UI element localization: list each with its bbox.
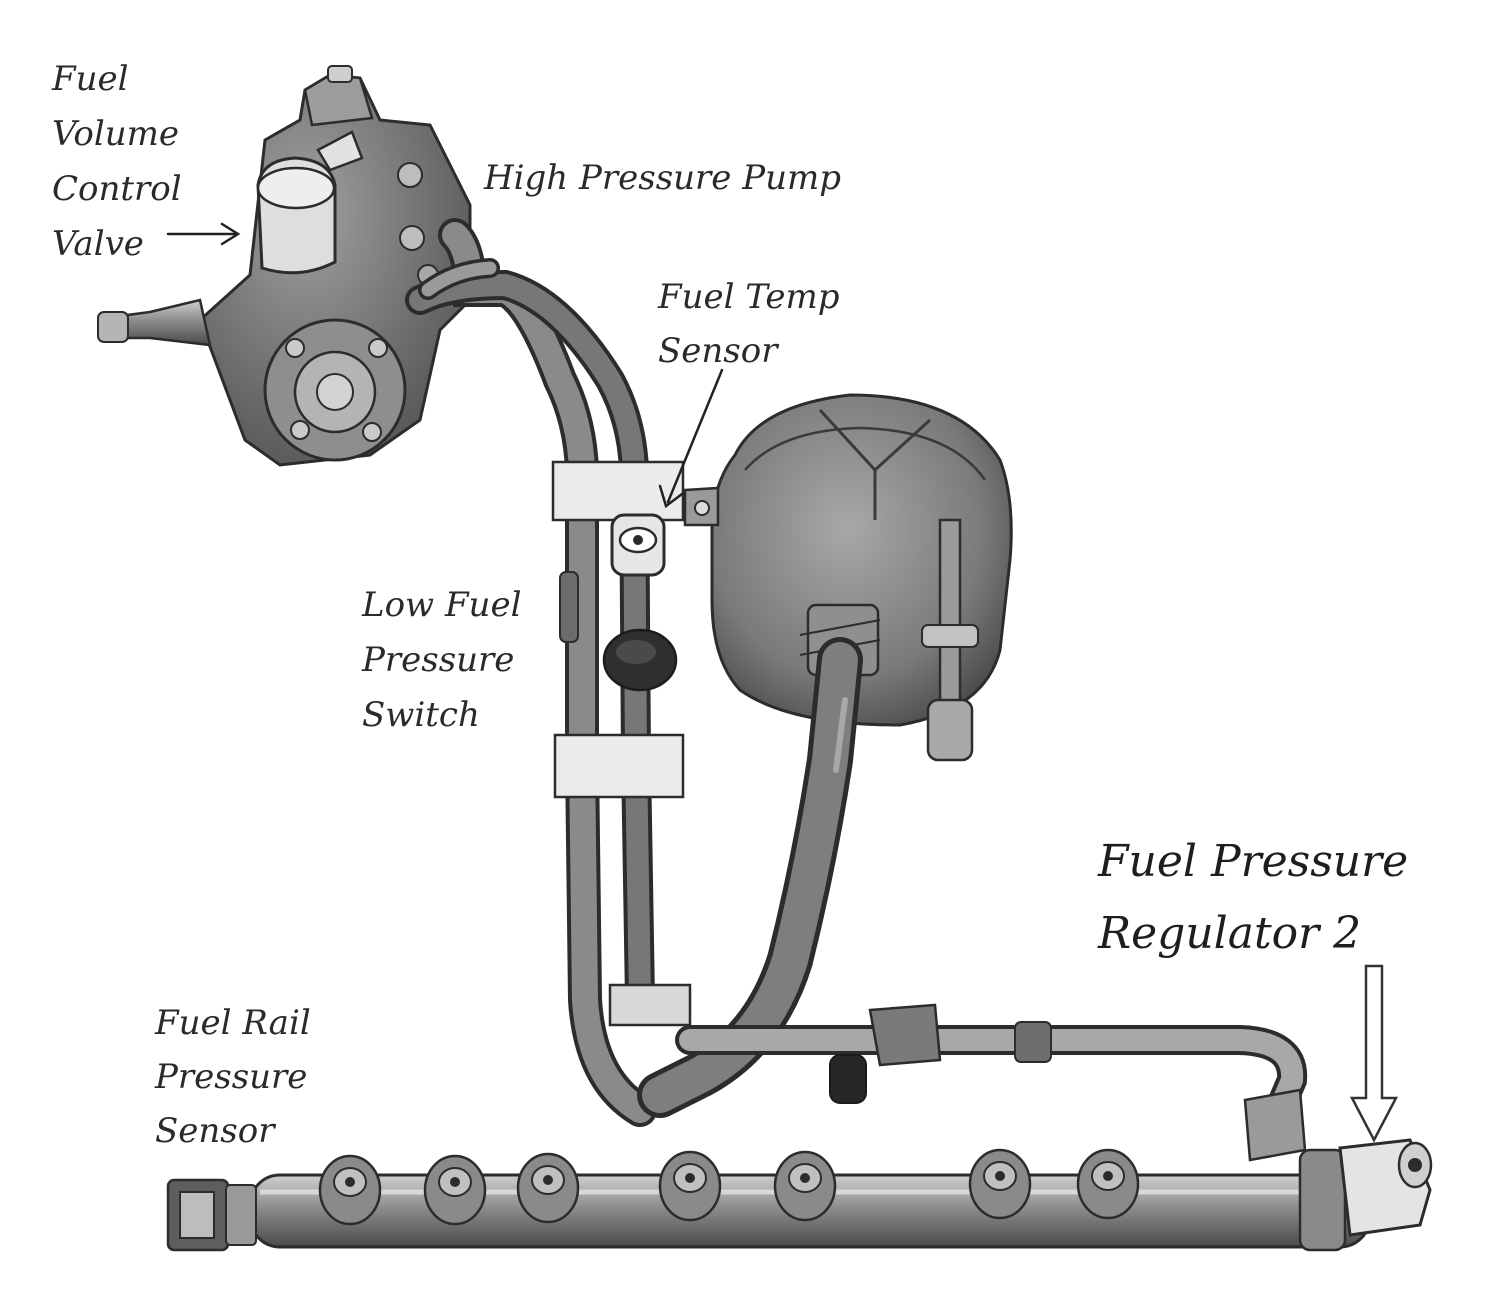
fuel-temp-arrow-icon [666,368,724,504]
annotation-arrows [166,222,724,509]
injector-ports [318,1148,1140,1226]
label-line: Valve [52,224,144,264]
label-fuel-temp-sensor: Fuel Temp Sensor [658,270,839,378]
label-line: Control [52,169,182,209]
fuel-volume-control-valve [256,130,364,275]
label-fuel-rail-pressure-sensor: Fuel Rail Pressure Sensor [155,996,311,1158]
label-line: Low Fuel [362,585,522,625]
line-fittings [829,1003,1307,1162]
label-fuel-pressure-regulator-2: Fuel Pressure Regulator 2 [1098,826,1408,970]
label-line: Regulator 2 [1098,908,1362,959]
fvcv-arrowhead-icon [220,222,241,246]
label-line: Switch [362,695,480,735]
label-line: Fuel Temp [658,277,840,317]
label-fuel-volume-control-valve: Fuel Volume Control Valve [52,52,182,272]
pump-supply-lines [405,218,657,1127]
regulator-arrow-icon [1349,964,1399,1143]
label-line: Sensor [658,331,778,371]
low-fuel-pressure-switch [559,571,678,692]
label-line: Volume [52,114,180,154]
label-line: Pressure [155,1057,308,1097]
fuel-pressure-regulator-2 [1298,1138,1433,1252]
fuel-rail-pressure-sensor [166,1178,257,1252]
label-low-fuel-pressure-switch: Low Fuel Pressure Switch [362,578,521,743]
fuel-temp-sensor [610,513,666,577]
fuel-filter-housing [683,393,1013,762]
label-line: Pressure [362,640,515,680]
label-high-pressure-pump: High Pressure Pump [484,158,841,198]
label-line: Fuel Rail [155,1003,311,1043]
label-line: Fuel Pressure [1098,836,1409,887]
label-line: Sensor [155,1111,275,1151]
fuel-temp-arrowhead-icon [658,484,684,509]
label-line: Fuel [52,59,129,99]
rail-feed-line [675,1025,1308,1135]
